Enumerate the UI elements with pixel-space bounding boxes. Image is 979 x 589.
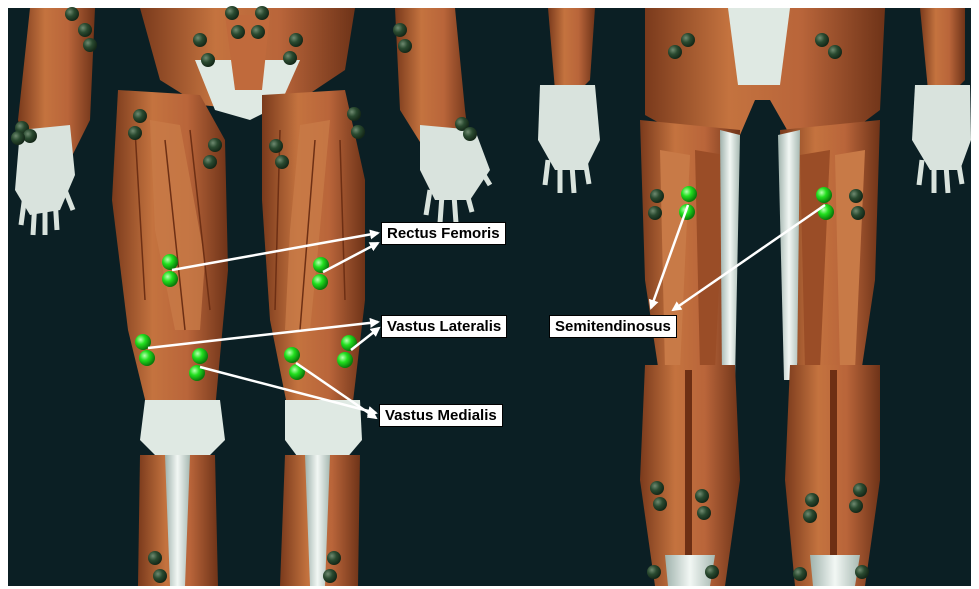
right-shin-anterior: [280, 455, 360, 586]
label-vastus-lateralis: Vastus Lateralis: [381, 315, 507, 338]
right-calf: [785, 365, 880, 586]
left-thigh-posterior: [640, 120, 740, 380]
left-calf: [640, 365, 740, 586]
left-shin-anterior: [138, 455, 218, 586]
label-rectus-femoris: Rectus Femoris: [381, 222, 506, 245]
right-thigh-posterior: [778, 120, 880, 380]
label-vastus-medialis: Vastus Medialis: [379, 404, 503, 427]
label-semitendinosus: Semitendinosus: [549, 315, 677, 338]
